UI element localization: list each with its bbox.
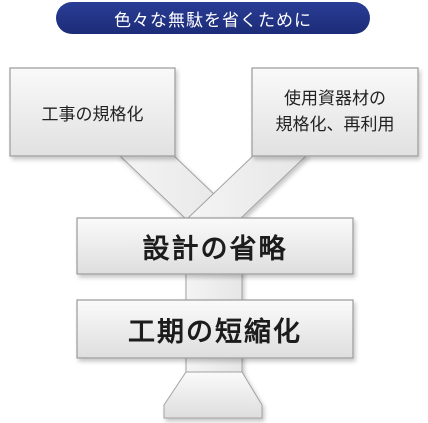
band-bottom: 工期の短縮化: [77, 300, 353, 358]
base: [163, 371, 263, 419]
right-box-shape: [251, 67, 419, 157]
right-box: 使用資器材の 規格化、再利用: [252, 68, 418, 156]
band-top-shape: [76, 217, 354, 275]
diagram-title-text: 色々な無駄を省くために: [114, 10, 312, 31]
band-bottom-shape: [76, 299, 354, 359]
left-box-shape: [9, 67, 176, 157]
left-box: 工事の規格化: [10, 68, 175, 156]
diagram-title: 色々な無駄を省くために: [56, 2, 370, 34]
band-bottom-text: 工期の短縮化: [128, 316, 302, 348]
band-top: 設計の省略: [77, 218, 353, 274]
right-box-line-2: 規格化、再利用: [275, 115, 395, 135]
left-box-text: 工事の規格化: [41, 104, 144, 125]
band-top-text: 設計の省略: [142, 233, 288, 265]
right-box-line-1: 使用資器材の: [284, 89, 386, 109]
